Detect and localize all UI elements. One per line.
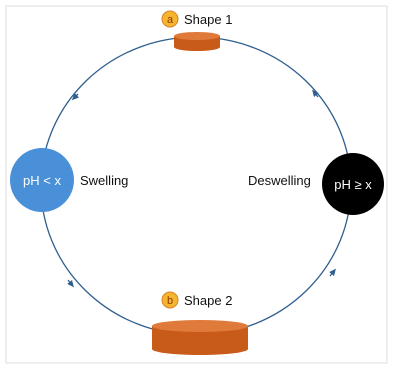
shape-2-label: Shape 2 (184, 293, 232, 308)
deswelling-node: pH ≥ x (322, 153, 384, 215)
badge-b-icon (161, 291, 179, 309)
badge-a-icon (161, 10, 179, 28)
arrow-lower-left (67, 279, 74, 288)
cylinder-large-icon (152, 320, 248, 355)
swelling-node-text: pH < x (23, 173, 61, 188)
shape-2-header: b Shape 2 (161, 291, 232, 309)
arrow-upper-left (71, 93, 79, 101)
arrow-upper-right (312, 89, 319, 98)
shape-1-label: Shape 1 (184, 12, 232, 27)
arrow-lower-right (329, 268, 336, 277)
badge-b-letter: b (167, 295, 173, 307)
swelling-label: Swelling (80, 173, 128, 188)
swelling-node: pH < x (10, 148, 74, 212)
shape-1-header: a Shape 1 (161, 10, 232, 28)
deswelling-label: Deswelling (248, 173, 311, 188)
swelling-node-circle (10, 148, 74, 212)
deswelling-node-circle (322, 153, 384, 215)
badge-a-letter: a (167, 14, 174, 26)
cylinder-small-icon (174, 32, 220, 51)
diagram-frame (5, 5, 388, 364)
deswelling-node-text: pH ≥ x (334, 177, 372, 192)
cycle-arrows (67, 89, 336, 288)
